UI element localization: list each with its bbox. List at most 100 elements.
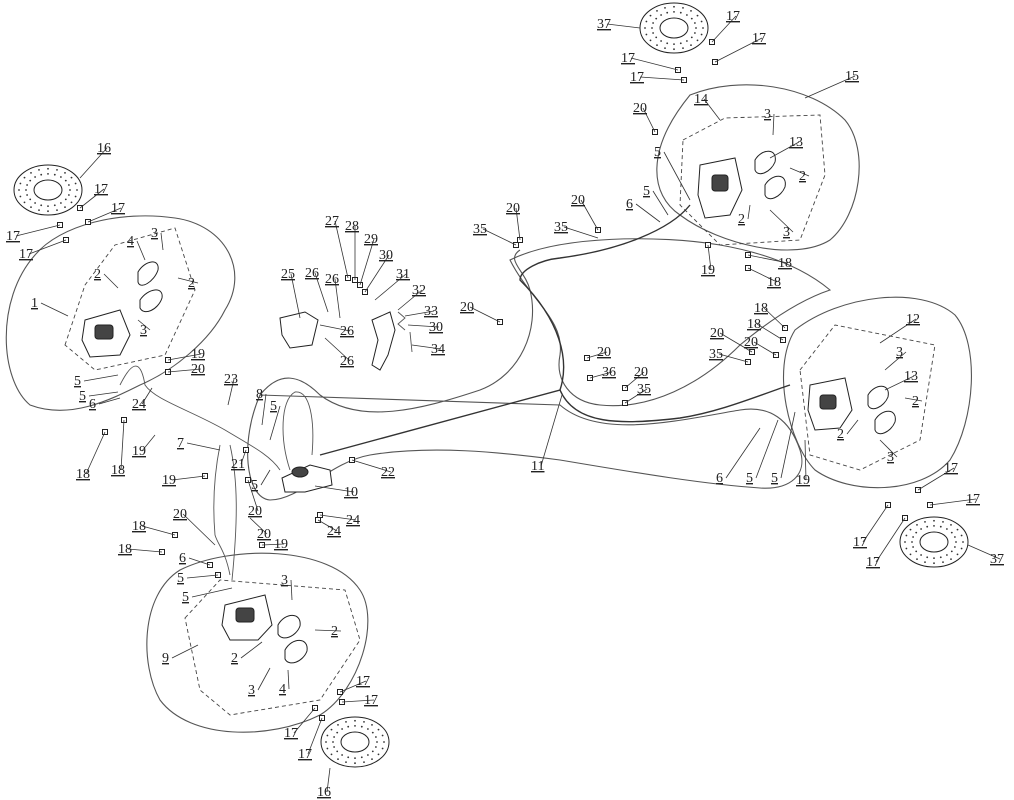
disc-hole xyxy=(686,14,688,16)
leader-line xyxy=(755,419,779,479)
brake-pedal-bracket xyxy=(279,311,319,349)
disc-hole xyxy=(367,728,369,730)
disc-hole xyxy=(363,761,365,763)
leader-line xyxy=(290,579,293,601)
leader-line xyxy=(563,226,599,239)
disc-hole xyxy=(933,519,935,522)
part-number-callout: 5 xyxy=(270,399,277,414)
disc-hole xyxy=(360,725,363,728)
part-number-callout: 17 xyxy=(298,747,312,762)
disc-hole xyxy=(74,195,77,198)
part-number-callout: 2 xyxy=(188,276,195,291)
leader-line xyxy=(120,419,125,471)
leader-line xyxy=(769,209,794,233)
disc-hole xyxy=(651,27,653,29)
part-number-callout: 16 xyxy=(317,785,331,800)
disc-hole xyxy=(682,47,684,49)
leader-line xyxy=(290,273,301,319)
brake-pedal xyxy=(371,311,396,371)
disc-hole xyxy=(70,201,73,204)
disc-hole xyxy=(645,33,648,36)
disc-hole xyxy=(916,558,918,560)
part-number-callout: 2 xyxy=(94,267,101,282)
rear-right-brake-pads xyxy=(754,150,786,200)
leader-line xyxy=(261,543,285,546)
disc-hole xyxy=(64,172,66,174)
disc-hole xyxy=(690,36,693,39)
leader-line xyxy=(929,498,977,506)
disc-hole xyxy=(926,525,929,528)
part-number-callout: 2 xyxy=(231,651,238,666)
disc-hole xyxy=(47,173,49,175)
disc-hole xyxy=(904,541,906,543)
part-number-callout: 2 xyxy=(799,169,806,184)
rear-left-brake-disc xyxy=(320,716,390,768)
rear-left-caliper-box xyxy=(184,579,361,716)
disc-hole xyxy=(40,173,43,176)
disc-hole xyxy=(336,750,339,753)
disc-hole xyxy=(68,184,70,186)
part-number-callout: 33 xyxy=(424,304,438,319)
part-number-callout: 17 xyxy=(726,9,740,24)
leader-line xyxy=(635,203,661,223)
disc-hole xyxy=(946,554,948,556)
disc-hole xyxy=(933,562,935,565)
disc-hole xyxy=(942,521,944,523)
disc-hole xyxy=(40,204,43,207)
leader-line xyxy=(141,525,176,536)
part-number-callout: 20 xyxy=(191,362,205,377)
part-number-callout: 19 xyxy=(274,537,288,552)
part-number-callout: 20 xyxy=(460,300,474,315)
disc-hole xyxy=(960,534,963,537)
disc-hole xyxy=(38,169,40,171)
part-number-callout: 6 xyxy=(716,471,723,486)
disc-hole xyxy=(696,39,699,42)
disc-hole xyxy=(60,202,62,204)
part-number-callout: 34 xyxy=(431,342,445,357)
disc-hole xyxy=(950,531,953,534)
disc-hole xyxy=(332,741,334,743)
part-number-callout: 20 xyxy=(506,201,520,216)
disc-hole xyxy=(916,524,918,526)
part-number-callout: 5 xyxy=(74,374,81,389)
part-number-callout: 20 xyxy=(173,507,187,522)
part-number-callout: 14 xyxy=(694,92,708,107)
disc-hole xyxy=(326,734,329,737)
disc-hole xyxy=(377,753,380,756)
part-number-callout: 5 xyxy=(177,571,184,586)
disc-hole xyxy=(946,528,948,530)
leader-line xyxy=(319,324,351,332)
part-number-callout: 32 xyxy=(412,283,426,298)
disc-hole xyxy=(74,182,77,185)
leader-line xyxy=(624,388,648,404)
leader-line xyxy=(79,188,105,209)
rear-right-assembly-outline xyxy=(656,84,860,251)
leader-line xyxy=(240,641,263,659)
leader-line xyxy=(188,557,211,566)
front-right-caliper-box xyxy=(799,324,936,471)
part-number-callout: 17 xyxy=(19,247,33,262)
leader-line xyxy=(780,411,796,479)
disc-hole xyxy=(53,173,56,176)
part-number-callout: 21 xyxy=(231,457,245,472)
leader-line xyxy=(334,220,349,279)
disc-hole xyxy=(64,198,67,201)
leader-line xyxy=(756,323,784,341)
leader-line xyxy=(747,204,751,220)
disc-hole xyxy=(912,536,914,538)
disc-hole xyxy=(47,205,49,208)
part-number-callout: 26 xyxy=(305,266,319,281)
disc-hole xyxy=(371,750,374,753)
part-number-callout: 20 xyxy=(248,504,262,519)
rear-right-caliper xyxy=(697,157,743,219)
leader-line xyxy=(240,449,247,465)
front-left-caliper-box xyxy=(64,227,196,371)
disc-hole xyxy=(649,39,652,42)
leader-line xyxy=(171,475,206,481)
leader-line xyxy=(177,277,199,284)
disc-hole xyxy=(954,536,956,538)
leader-line xyxy=(967,544,1001,560)
part-number-callout: 20 xyxy=(633,101,647,116)
disc-hole xyxy=(360,756,363,759)
